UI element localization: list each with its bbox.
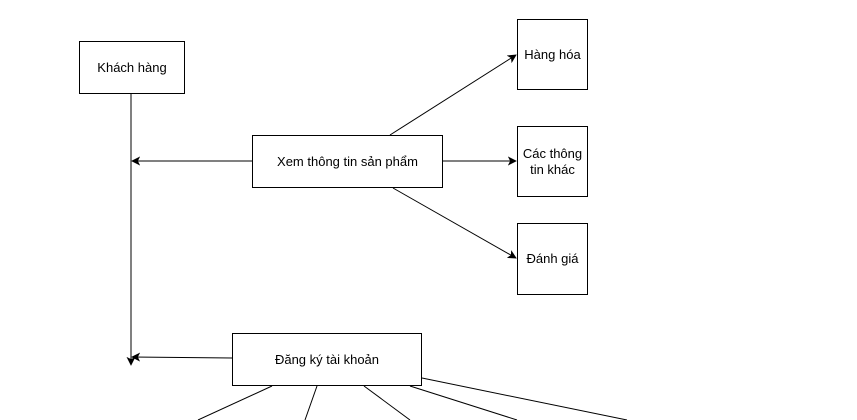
node-review[interactable]: Đánh giá [517, 223, 588, 295]
edge-register-out-2 [304, 385, 318, 420]
node-view-product-info[interactable]: Xem thông tin sản phẩm [252, 135, 443, 188]
node-register-account-label: Đăng ký tài khoản [274, 351, 380, 367]
node-register-account[interactable]: Đăng ký tài khoản [232, 333, 422, 386]
edge-view-to-review [392, 187, 517, 259]
edge-register-out-1 [197, 385, 273, 420]
node-goods[interactable]: Hàng hóa [517, 19, 588, 90]
node-review-label: Đánh giá [526, 251, 579, 266]
edge-register-out-5 [421, 377, 628, 420]
node-other-info-label: Các thông tin khác [522, 145, 583, 177]
edge-register-out-4 [409, 385, 518, 420]
node-customer[interactable]: Khách hàng [79, 41, 185, 94]
edge-view-to-goods [389, 54, 517, 136]
node-customer-label: Khách hàng [97, 59, 167, 75]
edge-register-to-customer [131, 352, 233, 362]
node-other-info[interactable]: Các thông tin khác [517, 126, 588, 197]
node-goods-label: Hàng hóa [524, 46, 581, 62]
edge-register-out-3 [363, 385, 411, 420]
node-view-product-info-label: Xem thông tin sản phẩm [277, 153, 418, 169]
